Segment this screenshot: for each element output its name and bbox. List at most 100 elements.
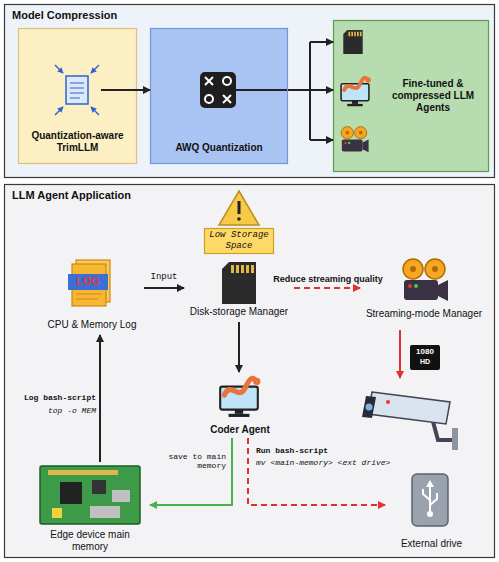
quality-arrow <box>410 345 440 370</box>
icon-label: LOG <box>68 275 108 288</box>
box-ground <box>151 29 288 164</box>
box-ground <box>5 5 495 178</box>
trimllm-icon <box>70 83 84 98</box>
node-text: LLM Agent Application <box>12 189 131 202</box>
trimllm-icon <box>55 65 63 73</box>
box-ground <box>5 185 495 558</box>
agent-icons <box>341 127 368 153</box>
connector <box>238 322 240 372</box>
surveillance-camera <box>362 396 376 418</box>
panel: Model CompressionQuantization-aware Trim… <box>4 4 495 178</box>
awq-icon <box>200 72 287 108</box>
trimllm-icon <box>55 65 137 115</box>
box-ground <box>334 21 489 172</box>
connector <box>137 89 150 91</box>
box-ground <box>205 229 274 254</box>
agent-icons <box>341 77 371 106</box>
warning-tag: Low Storage Space <box>204 228 274 254</box>
edge-label: Run bash-script <box>256 446 386 455</box>
edge-label: Input <box>146 272 182 282</box>
command-text: mv <main-memory> <ext drive> <box>256 458 406 467</box>
awq-icon <box>205 77 231 103</box>
edge-device-board <box>90 506 120 518</box>
awq-icon <box>223 77 231 85</box>
node-text: Disk-storage Manager <box>190 306 288 318</box>
icon-node: Coder Agent <box>195 372 285 438</box>
surveillance-camera <box>366 404 373 411</box>
log-icon <box>68 274 108 290</box>
connector <box>288 89 333 91</box>
badge-text: 1080 <box>410 348 440 356</box>
node-text: AWQ Quantization <box>175 142 262 154</box>
coder-agent-icon <box>220 378 260 417</box>
edge-device-board <box>60 482 82 504</box>
connector <box>294 287 360 289</box>
trimllm-icon <box>91 107 99 115</box>
trimllm-icon <box>55 107 63 115</box>
edge-device-board <box>48 470 118 475</box>
icon-node: Disk-storage Manager <box>184 258 294 322</box>
badge-text: HD <box>410 358 440 365</box>
edge-device-board <box>112 490 130 502</box>
external-drive-icon <box>412 474 448 526</box>
external-drive-icon <box>426 480 434 487</box>
sd-card-icon <box>222 262 256 304</box>
edge-device-board <box>40 466 140 524</box>
branch-arrows <box>310 139 333 141</box>
icon-node: CPU & Memory Log <box>40 255 144 335</box>
node-text: Quantization-aware TrimLLM <box>22 130 133 154</box>
node-text: Model Compression <box>12 9 117 22</box>
external-drive-icon <box>412 474 448 526</box>
surveillance-camera <box>368 392 450 424</box>
quality-arrow <box>400 330 440 378</box>
awq-icon <box>236 89 287 91</box>
panel: LLM Agent ApplicationLow Storage SpaceCP… <box>4 184 495 558</box>
output-box: Fine-tuned & compressed LLM Agents <box>333 20 489 172</box>
node-text: Streaming-mode Manager <box>366 308 482 320</box>
branch-arrows <box>310 41 333 43</box>
connector <box>150 438 232 505</box>
warning-icon <box>237 217 241 221</box>
surveillance-camera <box>452 428 458 450</box>
trimllm-icon <box>91 65 99 73</box>
agent-icons <box>341 30 371 152</box>
icon-node: Edge device main memory <box>30 462 150 556</box>
command-text: top -o MEM <box>10 406 96 415</box>
external-drive-icon <box>423 486 437 512</box>
trimllm-icon <box>101 89 137 91</box>
node-text: External drive <box>401 538 462 550</box>
awq-icon <box>205 95 213 103</box>
sd-card-icon <box>222 262 256 304</box>
node-text: Low Storage Space <box>207 230 271 252</box>
edge-device-board <box>92 480 106 494</box>
log-icon <box>68 260 110 306</box>
trimllm-icon <box>66 76 88 104</box>
edge-label: save to main memory <box>166 452 226 470</box>
node-text: Fine-tuned & compressed LLM Agents <box>383 78 483 114</box>
surveillance-camera <box>386 400 390 404</box>
process-box: Quantization-aware TrimLLM <box>18 28 137 164</box>
warning-icon <box>238 201 241 214</box>
icon-node: External drive <box>385 468 478 554</box>
edge-label: Log bash-script <box>10 393 96 402</box>
connector <box>248 438 385 505</box>
streaming-camera-icon <box>403 259 448 301</box>
awq-icon <box>200 72 236 108</box>
log-icon <box>76 294 102 299</box>
icon-node: Streaming-mode Manager <box>360 258 488 324</box>
streaming-camera-icon <box>403 259 448 301</box>
coder-agent-icon <box>220 378 260 417</box>
process-box: AWQ Quantization <box>150 28 288 164</box>
edge-device-board <box>40 466 140 524</box>
agent-icons <box>343 30 362 54</box>
external-drive-icon <box>427 511 433 517</box>
warning-icon <box>219 191 259 225</box>
node-text: Edge device main memory <box>46 529 134 553</box>
node-text: CPU & Memory Log <box>48 319 137 331</box>
quality-arrow <box>399 330 401 378</box>
box-ground <box>19 29 137 164</box>
warning-icon <box>219 191 259 225</box>
node-text: Coder Agent <box>210 424 270 436</box>
edge-label: Reduce streaming quality <box>270 274 386 284</box>
